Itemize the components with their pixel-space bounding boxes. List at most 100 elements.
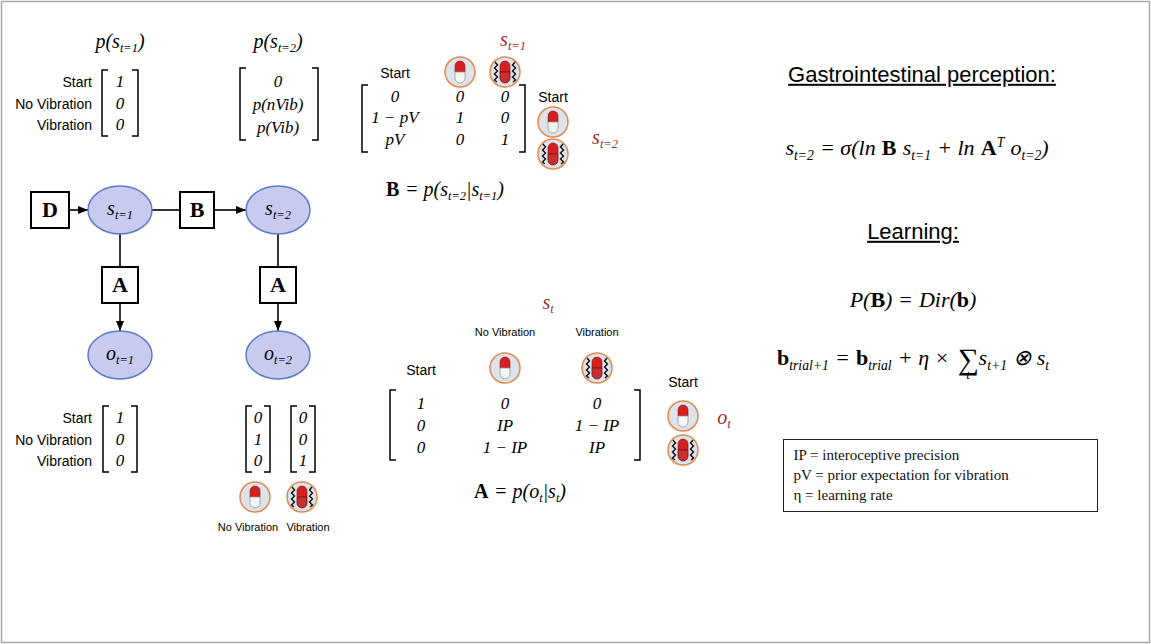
label-text: ): [296, 30, 303, 52]
pill-icon: [240, 482, 270, 512]
label-text: Vibration: [286, 521, 329, 533]
label-text: 0: [501, 87, 510, 106]
label-text: b: [856, 346, 868, 371]
node-ellipse: [246, 186, 310, 234]
label-text: t=2: [794, 148, 814, 163]
node-label: t=1: [116, 353, 134, 367]
label-text: ): [1041, 136, 1048, 161]
bracket: [634, 390, 640, 460]
label-text: b: [957, 287, 969, 312]
label-text: p(Vib): [257, 118, 299, 137]
observation-node: ot=2: [245, 330, 311, 380]
label-text: 1: [299, 451, 308, 470]
label-text: 1: [116, 72, 125, 91]
text-group: Gastrointestinal perception:: [788, 62, 1056, 88]
text-group: 0: [501, 87, 510, 107]
label-text: IP: [497, 416, 513, 435]
node-label: D: [42, 197, 58, 222]
edge-line: [277, 234, 279, 266]
node-label: s: [265, 197, 273, 219]
label-text: |s: [543, 480, 556, 502]
label-text: s: [903, 136, 912, 161]
edge-line: [152, 209, 179, 211]
label-text: Start: [62, 410, 92, 426]
text-group: A= p(ot|st): [474, 479, 566, 506]
label-text: Start: [538, 89, 568, 105]
label-text: ) =: [885, 287, 913, 312]
label-text: o: [1010, 136, 1021, 161]
text-group: st=1: [500, 27, 526, 54]
text-group: Start: [538, 89, 568, 106]
label-text: No Vibration: [15, 432, 92, 448]
node-label: A: [270, 272, 286, 297]
label-text: A: [474, 480, 488, 502]
node-ellipse: [88, 186, 152, 234]
text-group: Start: [668, 374, 698, 391]
text-group: 1 − pV: [371, 108, 418, 128]
label-text: t=2: [278, 41, 296, 55]
text-group: IP: [589, 438, 605, 458]
text-group: 1: [299, 451, 308, 471]
node-label: B: [190, 197, 205, 222]
label-text: 1: [116, 408, 125, 427]
node-text: ot=1: [106, 342, 134, 368]
definition-box: IP = interoceptive precisionpV = prior e…: [783, 439, 1098, 512]
text-group: p(st=2): [253, 29, 302, 56]
label-text: 0: [456, 87, 465, 106]
node-label: η = learning rate: [794, 485, 1009, 505]
text-group: No Vibration: [15, 96, 92, 113]
label-text: 1: [456, 108, 465, 127]
text-group: IP: [497, 416, 513, 436]
label-text: B: [882, 136, 897, 161]
node-text: st=2: [265, 197, 291, 223]
text-group: Vibration: [575, 326, 618, 339]
bracket: [312, 68, 318, 140]
label-text: t: [1045, 358, 1049, 373]
text-group: btrial+1=btrial+ η ×∑tst+1⊗ st: [777, 342, 1049, 378]
label-text: t: [966, 367, 970, 383]
text-group: p(Vib): [257, 118, 299, 138]
pill-icon: [538, 107, 568, 137]
text-group: 1: [116, 408, 125, 428]
label-text: 0: [116, 94, 125, 113]
label-text: ⊗ s: [1013, 346, 1045, 371]
text-group: ot: [717, 405, 730, 432]
text-group: 0: [116, 94, 125, 114]
vibrating-pill-icon: [287, 482, 317, 512]
text-group: Start: [406, 362, 436, 379]
text-group: 0: [254, 451, 263, 471]
label-text: 0: [417, 416, 426, 435]
node-label: t=2: [274, 353, 292, 367]
text-group: Vibration: [37, 117, 92, 134]
label-text: pV: [386, 130, 405, 149]
label-text: Start: [62, 74, 92, 90]
label-text: + ln: [937, 136, 974, 161]
node-label: t=2: [273, 208, 291, 222]
node-text: B: [190, 197, 205, 223]
label-text: b: [777, 346, 789, 371]
label-text: t=1: [479, 189, 497, 203]
label-text: 0: [391, 87, 400, 106]
label-text: o: [717, 406, 727, 428]
bracket: [240, 68, 246, 140]
text-group: 0: [274, 72, 283, 92]
text-group: 0: [593, 394, 602, 414]
text-group: 1 − IP: [483, 438, 528, 458]
text-group: No Vibration: [218, 521, 278, 534]
text-group: 0: [116, 451, 125, 471]
likelihood-box: A: [101, 266, 139, 304]
label-text: ): [969, 287, 976, 312]
label-text: Start: [380, 65, 410, 81]
node-text: ot=2: [264, 342, 292, 368]
bracket: [103, 406, 109, 472]
node-text: IP = interoceptive precisionpV = prior e…: [794, 445, 1009, 506]
label-text: s: [592, 126, 600, 148]
edge-line: [215, 209, 246, 211]
bracket: [131, 406, 137, 472]
label-text: ): [497, 178, 504, 200]
label-text: Start: [406, 362, 436, 378]
text-group: 1 − IP: [575, 416, 620, 436]
node-ellipse: [246, 331, 310, 379]
label-text: p(nVib): [253, 95, 304, 114]
